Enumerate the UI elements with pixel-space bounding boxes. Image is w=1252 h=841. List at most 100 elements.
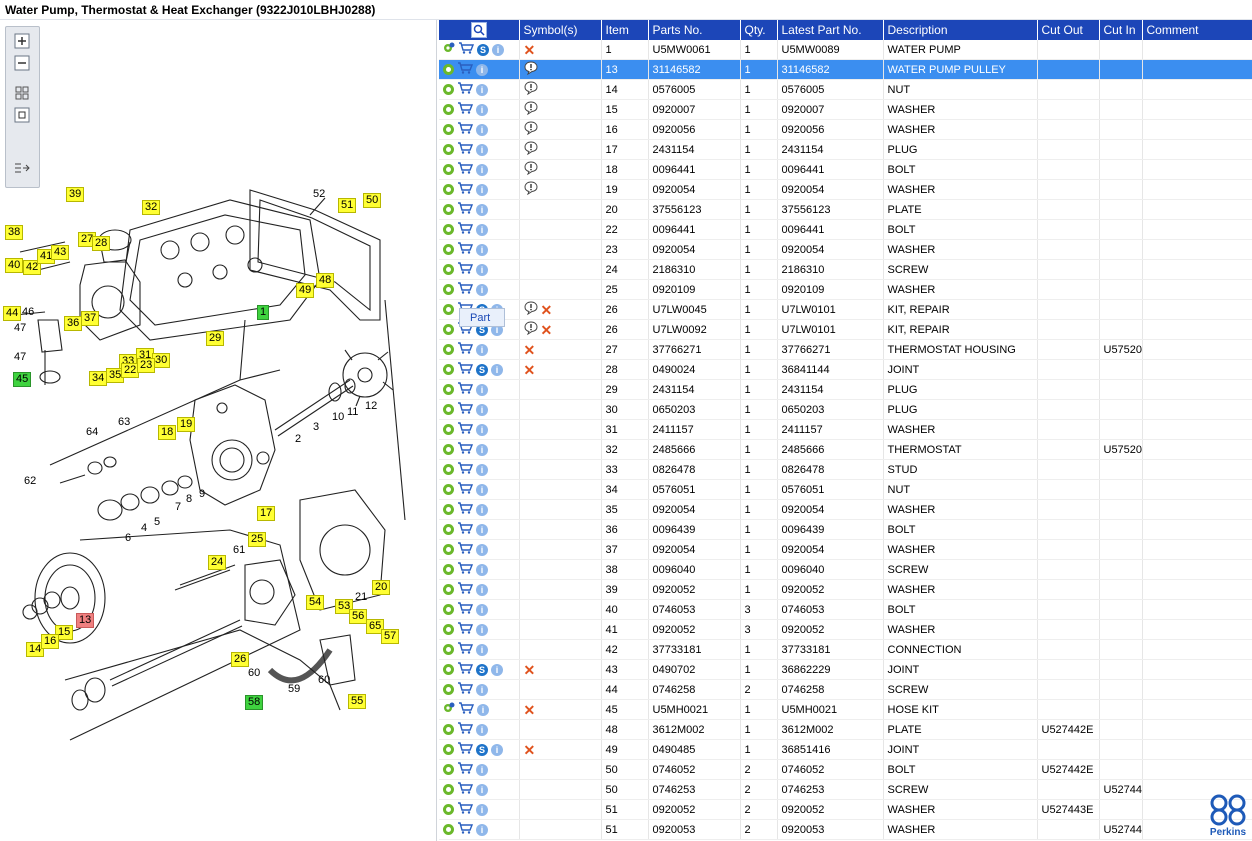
callout-56[interactable]: 56 bbox=[349, 609, 368, 624]
gear-icon[interactable] bbox=[443, 464, 454, 475]
callout-20[interactable]: 20 bbox=[372, 580, 391, 595]
cart-icon[interactable] bbox=[457, 82, 474, 97]
callout-15[interactable]: 15 bbox=[55, 625, 74, 640]
header-actions[interactable] bbox=[439, 20, 520, 40]
info-icon[interactable]: i bbox=[476, 243, 488, 256]
gear-icon[interactable] bbox=[443, 524, 454, 535]
gear-icon[interactable] bbox=[443, 204, 454, 215]
note-bubble-icon[interactable] bbox=[523, 101, 538, 118]
header-symbols[interactable]: Symbol(s) bbox=[519, 20, 602, 40]
note-bubble-icon[interactable] bbox=[523, 81, 538, 98]
cart-icon[interactable] bbox=[457, 802, 474, 817]
note-bubble-icon[interactable] bbox=[523, 141, 538, 158]
callout-53[interactable]: 53 bbox=[335, 599, 354, 614]
callout-22[interactable]: 22 bbox=[121, 363, 140, 378]
info-icon[interactable]: i bbox=[476, 203, 488, 216]
gear-icon[interactable] bbox=[443, 684, 454, 695]
callout-58[interactable]: 58 bbox=[245, 695, 264, 710]
callout-40[interactable]: 40 bbox=[5, 258, 24, 273]
gear-icon[interactable] bbox=[443, 124, 454, 135]
callout-19[interactable]: 19 bbox=[177, 417, 196, 432]
cart-icon[interactable] bbox=[457, 782, 474, 797]
cart-icon[interactable] bbox=[457, 502, 474, 517]
header-comment[interactable]: Comment bbox=[1142, 20, 1252, 40]
info-icon[interactable]: i bbox=[476, 103, 488, 116]
info-icon[interactable]: i bbox=[476, 403, 488, 416]
gear-icon[interactable] bbox=[443, 624, 454, 635]
fit-all-icon[interactable] bbox=[13, 85, 31, 101]
cart-icon[interactable] bbox=[457, 582, 474, 597]
zoom-out-icon[interactable] bbox=[13, 55, 31, 71]
note-bubble-icon[interactable] bbox=[523, 321, 538, 338]
gear-icon[interactable] bbox=[443, 664, 454, 675]
supersession-icon[interactable]: S bbox=[476, 743, 488, 756]
cart-icon[interactable] bbox=[457, 622, 474, 637]
header-item[interactable]: Item bbox=[601, 20, 649, 40]
callout-41[interactable]: 41 bbox=[37, 249, 56, 264]
panel-toggle-icon[interactable] bbox=[13, 161, 31, 177]
info-icon[interactable]: i bbox=[476, 523, 488, 536]
callout-49[interactable]: 49 bbox=[296, 283, 315, 298]
info-icon[interactable]: i bbox=[476, 723, 488, 736]
gear-icon[interactable] bbox=[443, 504, 454, 515]
info-icon[interactable]: i bbox=[476, 463, 488, 476]
gear-icon[interactable] bbox=[443, 364, 454, 375]
callout-54[interactable]: 54 bbox=[306, 595, 325, 610]
cart-icon[interactable] bbox=[457, 402, 474, 417]
gear-icon[interactable] bbox=[443, 484, 454, 495]
info-icon[interactable]: i bbox=[476, 383, 488, 396]
gear-icon[interactable] bbox=[443, 584, 454, 595]
note-bubble-icon[interactable] bbox=[523, 181, 538, 198]
info-icon[interactable]: i bbox=[476, 683, 488, 696]
kit-gear-icon[interactable] bbox=[443, 702, 455, 717]
gear-icon[interactable] bbox=[443, 744, 454, 755]
cart-icon[interactable] bbox=[457, 262, 474, 277]
cart-icon[interactable] bbox=[457, 422, 474, 437]
cart-icon[interactable] bbox=[458, 702, 475, 717]
cart-icon[interactable] bbox=[457, 442, 474, 457]
cart-icon[interactable] bbox=[457, 182, 474, 197]
callout-1[interactable]: 1 bbox=[257, 305, 270, 320]
callout-44[interactable]: 44 bbox=[3, 306, 22, 321]
callout-37[interactable]: 37 bbox=[81, 311, 100, 326]
info-icon[interactable]: i bbox=[476, 143, 488, 156]
info-icon[interactable]: i bbox=[492, 43, 504, 56]
info-icon[interactable]: i bbox=[476, 603, 488, 616]
callout-24[interactable]: 24 bbox=[208, 555, 227, 570]
callout-36[interactable]: 36 bbox=[64, 316, 83, 331]
info-icon[interactable]: i bbox=[476, 763, 488, 776]
cart-icon[interactable] bbox=[457, 242, 474, 257]
info-icon[interactable]: i bbox=[476, 563, 488, 576]
cart-icon[interactable] bbox=[457, 682, 474, 697]
cart-icon[interactable] bbox=[457, 102, 474, 117]
cart-icon[interactable] bbox=[457, 362, 474, 377]
info-icon[interactable]: i bbox=[477, 703, 489, 716]
callout-32[interactable]: 32 bbox=[142, 200, 161, 215]
info-icon[interactable]: i bbox=[476, 423, 488, 436]
info-icon[interactable]: i bbox=[476, 223, 488, 236]
gear-icon[interactable] bbox=[443, 404, 454, 415]
callout-34[interactable]: 34 bbox=[89, 371, 108, 386]
callout-35[interactable]: 35 bbox=[106, 368, 125, 383]
info-icon[interactable]: i bbox=[476, 63, 488, 76]
callout-43[interactable]: 43 bbox=[51, 245, 70, 260]
cart-icon[interactable] bbox=[457, 222, 474, 237]
gear-icon[interactable] bbox=[443, 644, 454, 655]
callout-29[interactable]: 29 bbox=[206, 331, 225, 346]
